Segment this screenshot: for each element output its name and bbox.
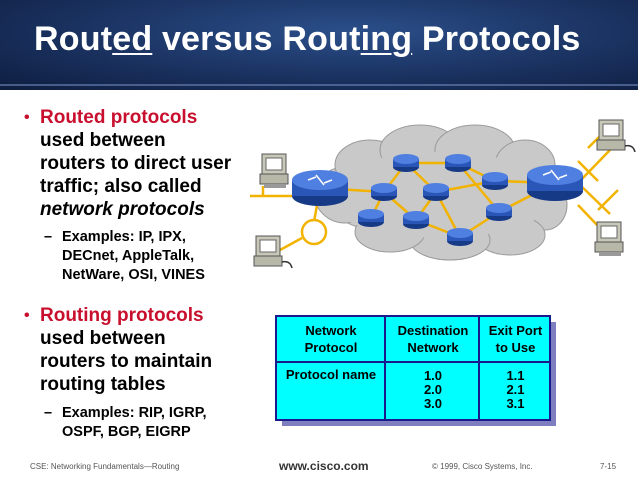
footer-course: CSE: Networking Fundamentals—Routing: [30, 462, 180, 471]
footer-copyright: © 1999, Cisco Systems, Inc.: [432, 462, 533, 471]
table-header-exit-port: Exit Port to Use: [481, 322, 550, 356]
table-header-destination: Destination Network: [387, 322, 479, 356]
table-cell-destinations: 1.0 2.0 3.0: [387, 369, 479, 411]
examples-routing: – Examples: RIP, IGRP, OSPF, BGP, EIGRP: [44, 404, 207, 442]
computer-icon: [594, 221, 624, 256]
bullet-line: routers to direct user: [40, 153, 232, 174]
bullet-line: used between: [40, 130, 166, 151]
bullet-line: traffic; also called: [40, 176, 202, 197]
footer-url[interactable]: www.cisco.com: [279, 459, 369, 473]
table-cell-protocol-name: Protocol name: [285, 367, 377, 382]
table-cell: 1.1: [506, 368, 525, 383]
computer-icon: [259, 153, 289, 188]
title-bar: Routed versus Routing Protocols: [0, 0, 638, 90]
title-rule: [0, 84, 638, 86]
header-line: Network: [305, 323, 357, 338]
header-line: Destination: [397, 323, 469, 338]
table-cell: 3.0: [423, 396, 443, 411]
header-line: Network: [407, 340, 459, 355]
examples-routed: – Examples: IP, IPX, DECnet, AppleTalk, …: [44, 228, 205, 285]
routing-table: [275, 315, 556, 426]
computer-icon: [253, 235, 293, 269]
slide-title: Routed versus Routing Protocols: [34, 20, 581, 58]
example-line: NetWare, OSI, VINES: [62, 267, 205, 283]
bullet-line: used between: [40, 328, 166, 349]
table-body: [275, 315, 551, 421]
bullet-routing-protocols: • Routing protocols used between routers…: [24, 304, 213, 396]
table-cell-exit-ports: 1.1 2.1 3.1: [481, 369, 550, 411]
bullet-line: routing tables: [40, 374, 166, 395]
table-cell: 3.1: [506, 396, 525, 411]
router-icon: [358, 154, 512, 246]
table-cell: 2.0: [423, 382, 443, 397]
computer-icon: [596, 119, 636, 153]
bullet-italic-term: network protocols: [40, 199, 205, 220]
bullet-lead: Routed protocols: [40, 107, 198, 128]
header-line: Exit Port: [488, 323, 543, 338]
sub-bullet-dash: –: [44, 229, 53, 245]
bullet-dot: •: [24, 109, 30, 126]
bullet-lead: Routing protocols: [40, 305, 204, 326]
bullet-routed-protocols: • Routed protocols used between routers …: [24, 106, 232, 221]
example-line: DECnet, AppleTalk,: [62, 248, 195, 264]
sub-bullet-dash: –: [44, 405, 53, 421]
header-line: Protocol: [304, 340, 358, 355]
footer-page-number: 7-15: [600, 462, 617, 471]
table-cell: 2.1: [506, 382, 525, 397]
table-header-network-protocol: Network Protocol: [281, 322, 381, 356]
header-line: to Use: [495, 340, 536, 355]
example-line: OSPF, BGP, EIGRP: [62, 424, 191, 440]
bullet-dot: •: [24, 307, 30, 324]
example-line: Examples: RIP, IGRP,: [62, 405, 207, 421]
router-icon: [292, 170, 348, 206]
example-line: Examples: IP, IPX,: [62, 229, 186, 245]
bullet-line: routers to maintain: [40, 351, 213, 372]
router-icon: [527, 165, 583, 201]
table-cell: 1.0: [423, 368, 443, 383]
